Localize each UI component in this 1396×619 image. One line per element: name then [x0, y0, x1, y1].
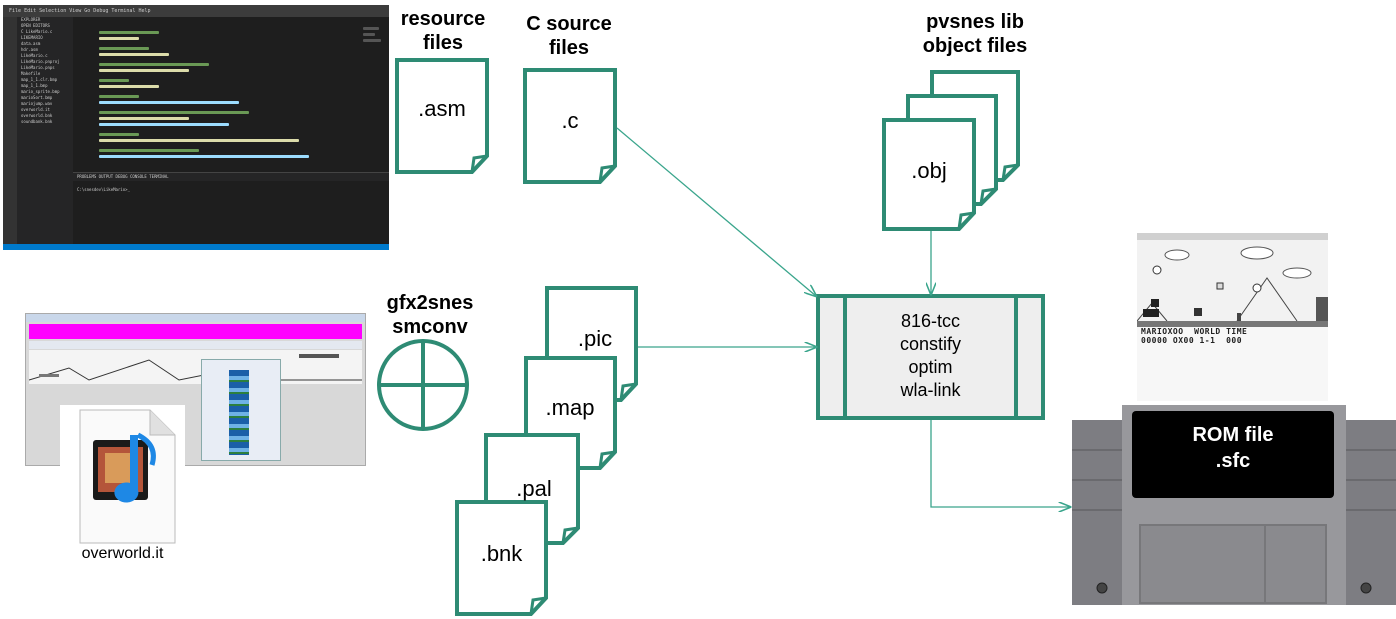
game-hud-row-2: 00000 OX00 1-1 000: [1141, 336, 1243, 345]
bnk-file-label: .bnk: [480, 541, 523, 566]
rom-label-line-2: .sfc: [1215, 450, 1251, 472]
pal-file-label: .pal: [516, 476, 552, 501]
rom-label-area: [1132, 411, 1334, 498]
vscode-screenshot: File Edit Selection View Go Debug Termin…: [3, 5, 389, 250]
magenta-strip: [29, 324, 362, 339]
smconv-label: smconv: [392, 316, 468, 338]
vscode-terminal: PROBLEMS OUTPUT DEBUG CONSOLE TERMINAL C…: [73, 172, 389, 245]
asm-file-shape: [395, 58, 489, 174]
obj-file-stack: [882, 70, 1020, 231]
c-source-files-label: C source files: [526, 13, 612, 59]
window-titlebar-2: [29, 341, 362, 349]
arrow-process-to-rom: [930, 420, 1070, 507]
pvsnes-lib-label: pvsnes lib object files: [922, 11, 1028, 57]
game-hud-row-1: MARIOXOO WORLD TIME: [1141, 327, 1248, 336]
process-steps: 816-tcc constify optim wla-link: [845, 310, 1016, 402]
rom-label-line-1: ROM file: [1192, 424, 1274, 446]
graphics-file-stack: [455, 286, 638, 616]
c-file-shape: [523, 68, 617, 184]
level-map-preview: [28, 350, 362, 384]
gfx2snes-label: gfx2snes: [386, 292, 474, 314]
converter-symbol: [377, 339, 469, 431]
vscode-editor: [73, 17, 389, 172]
process-step-3: optim: [908, 357, 953, 377]
pic-file-label: .pic: [577, 326, 613, 351]
tileset-strip: [229, 370, 249, 455]
asm-file-label: .asm: [418, 96, 466, 121]
resource-files-label: resource files: [400, 8, 486, 54]
process-step-4: wla-link: [900, 380, 961, 400]
audio-file-name: overworld.it: [81, 545, 164, 562]
vscode-activity-bar: [3, 17, 17, 250]
process-step-2: constify: [899, 334, 962, 354]
vscode-menubar: File Edit Selection View Go Debug Termin…: [3, 5, 389, 17]
process-box: [816, 294, 1045, 420]
c-file-label: .c: [561, 108, 579, 133]
tileset-window: [201, 359, 281, 461]
audio-file-icon: overworld.it: [60, 405, 185, 565]
map-file-label: .map: [545, 395, 595, 420]
arrow-c-to-process: [616, 127, 816, 296]
snes-cartridge: [1072, 405, 1396, 605]
vscode-statusbar: [3, 244, 389, 250]
process-step-1: 816-tcc: [900, 311, 961, 331]
window-titlebar: [26, 314, 365, 322]
bitmap-editor-screenshot: [25, 313, 366, 466]
obj-file-label: .obj: [911, 158, 947, 183]
